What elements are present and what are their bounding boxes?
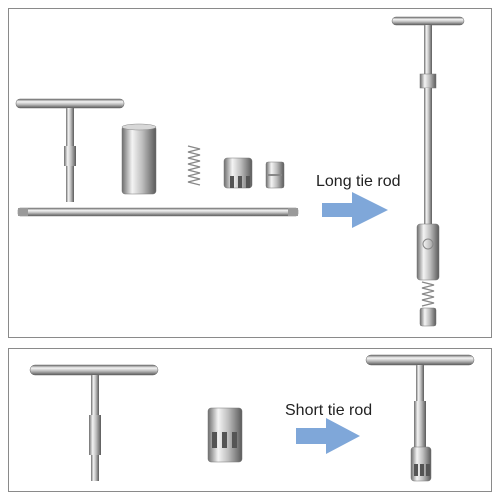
short-tie-rod-label: Short tie rod [285, 402, 373, 419]
large-adapter-part [223, 157, 253, 189]
slide-hammer-weight-part [121, 123, 157, 195]
short-t-handle-part [29, 364, 159, 481]
long-rod-part [17, 207, 299, 217]
spring-part [187, 145, 201, 186]
assembled-long-tie-rod [391, 16, 465, 327]
long-tie-rod-label: Long tie rod [316, 173, 401, 190]
assembled-short-tie-rod [365, 354, 475, 482]
small-adapter-part [265, 161, 285, 189]
arrow-right-icon [296, 418, 360, 454]
adapter-part [207, 407, 243, 463]
t-handle-part [15, 98, 125, 202]
arrow-right-icon [322, 192, 388, 228]
